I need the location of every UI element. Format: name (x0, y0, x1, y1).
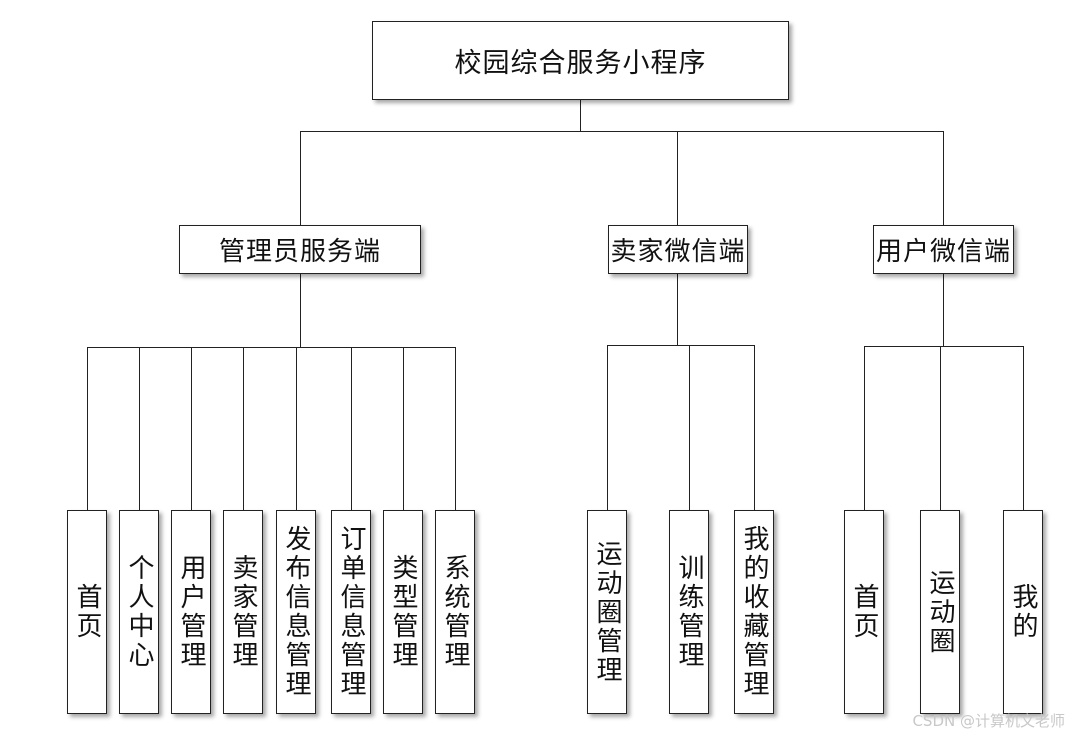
leaf-admin-order-management: 订单信息管理 (331, 510, 371, 714)
connector-leaf (139, 347, 140, 510)
leaf-seller-training-management: 训练管理 (669, 510, 709, 714)
connector-leaf (1023, 346, 1024, 510)
connector-admin-down (300, 274, 301, 348)
connector-root-down (580, 100, 581, 132)
connector-level1-bar (300, 131, 943, 132)
connector-leaf (87, 347, 88, 510)
leaf-admin-personal-center: 个人中心 (119, 510, 159, 714)
connector-leaf (607, 345, 608, 510)
connector-to-seller (677, 131, 678, 225)
connector-user-bar (864, 346, 1024, 347)
connector-leaf (689, 345, 690, 510)
connector-leaf (864, 346, 865, 510)
connector-seller-bar (607, 345, 754, 346)
connector-to-admin (300, 131, 301, 225)
root-node: 校园综合服务小程序 (372, 21, 789, 100)
connector-admin-bar (87, 347, 455, 348)
connector-leaf (940, 346, 941, 510)
leaf-admin-type-management: 类型管理 (383, 510, 423, 714)
branch-user-node: 用户微信端 (873, 225, 1014, 274)
connector-leaf (351, 347, 352, 510)
leaf-user-mine: 我的 (1003, 510, 1043, 714)
connector-leaf (296, 347, 297, 510)
connector-seller-down (677, 274, 678, 346)
leaf-admin-system-management: 系统管理 (435, 510, 475, 714)
connector-leaf (754, 345, 755, 510)
connector-leaf (191, 347, 192, 510)
leaf-user-sports-circle: 运动圈 (920, 510, 960, 714)
connector-leaf (455, 347, 456, 510)
leaf-admin-home: 首页 (67, 510, 107, 714)
branch-seller-node: 卖家微信端 (608, 225, 748, 274)
branch-admin-node: 管理员服务端 (179, 225, 421, 274)
leaf-admin-post-management: 发布信息管理 (276, 510, 316, 714)
connector-to-user (943, 131, 944, 225)
connector-leaf (403, 347, 404, 510)
leaf-admin-user-management: 用户管理 (171, 510, 211, 714)
leaf-user-home: 首页 (844, 510, 884, 714)
connector-user-down (943, 274, 944, 347)
leaf-seller-favorites-management: 我的收藏管理 (734, 510, 774, 714)
leaf-seller-sports-circle-management: 运动圈管理 (587, 510, 627, 714)
connector-leaf (243, 347, 244, 510)
leaf-admin-seller-management: 卖家管理 (223, 510, 263, 714)
watermark-text: CSDN @计算机文老师 (912, 712, 1065, 730)
